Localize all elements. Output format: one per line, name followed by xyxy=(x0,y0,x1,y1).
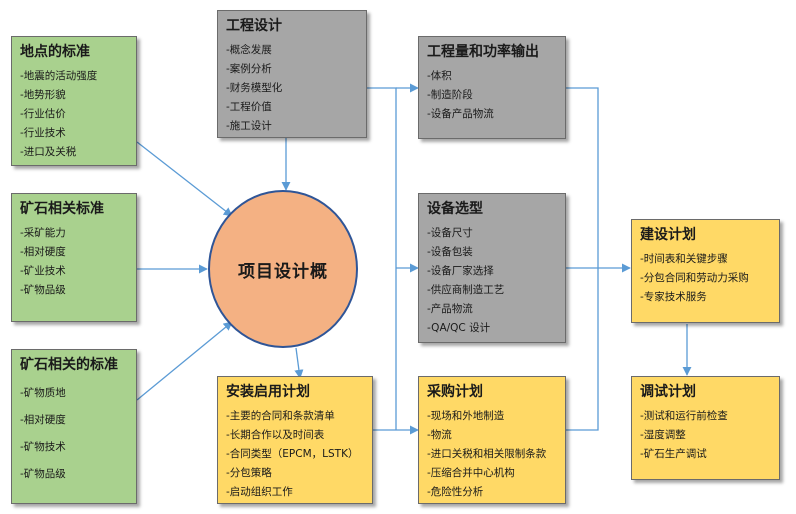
item-list: -时间表和关键步骤 -分包合同和劳动力采购 -专家技术服务 xyxy=(640,250,771,307)
list-item: -制造阶段 xyxy=(427,89,473,101)
box-title: 矿石相关的标准 xyxy=(20,357,118,373)
list-item: -设备厂家选择 xyxy=(427,265,494,277)
ore-standards-box: 矿石相关标准 -采矿能力 -相对硬度 -矿业技术 -矿物品级 xyxy=(11,193,137,322)
list-item: -矿物品级 xyxy=(20,468,66,480)
list-item: -设备包装 xyxy=(427,246,473,258)
project-design-center: 项目设计概 xyxy=(208,190,358,348)
equipment-selection-box: 设备选型 -设备尺寸 -设备包装 -设备厂家选择 -供应商制造工艺 -产品物流 … xyxy=(418,193,566,343)
box-title: 安装启用计划 xyxy=(226,384,310,400)
box-title: 调试计划 xyxy=(640,384,696,400)
commissioning-plan-box: 调试计划 -测试和运行前检查 -湿度调整 -矿石生产调试 xyxy=(631,376,780,480)
location-standards-box: 地点的标准 -地震的活动强度 -地势形貌 -行业估价 -行业技术 -进口及关税 xyxy=(11,36,137,166)
list-item: -QA/QC 设计 xyxy=(427,322,491,334)
list-item: -现场和外地制造 xyxy=(427,410,505,422)
list-item: -矿石生产调试 xyxy=(640,448,707,460)
box-title: 设备选型 xyxy=(427,201,483,217)
list-item: -时间表和关键步骤 xyxy=(640,253,728,265)
item-list: -设备尺寸 -设备包装 -设备厂家选择 -供应商制造工艺 -产品物流 -QA/Q… xyxy=(427,224,557,338)
list-item: -专家技术服务 xyxy=(640,291,707,303)
list-item: -概念发展 xyxy=(226,44,272,56)
list-item: -施工设计 xyxy=(226,120,272,132)
list-item: -合同类型（EPCM，LSTK） xyxy=(226,448,359,460)
arrow-ore2-to-center xyxy=(136,321,233,401)
list-item: -压缩合并中心机构 xyxy=(427,467,515,479)
list-item: -湿度调整 xyxy=(640,429,686,441)
list-item: -采矿能力 xyxy=(20,227,66,239)
center-title: 项目设计概 xyxy=(238,261,328,282)
list-item: -矿物技术 xyxy=(20,441,66,453)
box-title: 工程量和功率输出 xyxy=(427,44,539,60)
connector-right-bus xyxy=(566,87,599,431)
list-item: -进口及关税 xyxy=(20,146,77,158)
box-title: 工程设计 xyxy=(226,18,282,34)
list-item: -财务模型化 xyxy=(226,82,283,94)
list-item: -分包策略 xyxy=(226,467,272,479)
item-list: -体积 -制造阶段 -设备产品物流 xyxy=(427,67,557,124)
list-item: -矿业技术 xyxy=(20,265,66,277)
list-item: -长期合作以及时间表 xyxy=(226,429,325,441)
item-list: -地震的活动强度 -地势形貌 -行业估价 -行业技术 -进口及关税 xyxy=(20,67,128,162)
list-item: -主要的合同和条款清单 xyxy=(226,410,335,422)
list-item: -地势形貌 xyxy=(20,89,66,101)
item-list: -现场和外地制造 -物流 -进口关税和相关限制条款 -压缩合并中心机构 -危险性… xyxy=(427,407,557,502)
list-item: -行业估价 xyxy=(20,108,66,120)
output-box: 工程量和功率输出 -体积 -制造阶段 -设备产品物流 xyxy=(418,36,566,139)
list-item: -矿物质地 xyxy=(20,387,66,399)
list-item: -设备尺寸 xyxy=(427,227,473,239)
list-item: -测试和运行前检查 xyxy=(640,410,728,422)
list-item: -体积 xyxy=(427,70,452,82)
list-item: -分包合同和劳动力采购 xyxy=(640,272,749,284)
item-list: -主要的合同和条款清单 -长期合作以及时间表 -合同类型（EPCM，LSTK） … xyxy=(226,407,364,502)
list-item: -进口关税和相关限制条款 xyxy=(427,448,547,460)
list-item: -危险性分析 xyxy=(427,486,484,498)
list-item: -案例分析 xyxy=(226,63,272,75)
item-list: -概念发展 -案例分析 -财务模型化 -工程价值 -施工设计 xyxy=(226,41,358,136)
ore-related-standards-box: 矿石相关的标准 -矿物质地 -相对硬度 -矿物技术 -矿物品级 xyxy=(11,349,137,504)
list-item: -地震的活动强度 xyxy=(20,70,98,82)
list-item: -物流 xyxy=(427,429,452,441)
arrow-location-to-center xyxy=(136,141,233,217)
item-list: -测试和运行前检查 -湿度调整 -矿石生产调试 xyxy=(640,407,771,464)
construction-plan-box: 建设计划 -时间表和关键步骤 -分包合同和劳动力采购 -专家技术服务 xyxy=(631,219,780,323)
list-item: -行业技术 xyxy=(20,127,66,139)
list-item: -相对硬度 xyxy=(20,414,66,426)
installation-plan-box: 安装启用计划 -主要的合同和条款清单 -长期合作以及时间表 -合同类型（EPCM… xyxy=(217,376,373,504)
list-item: -矿物品级 xyxy=(20,284,66,296)
item-list: -矿物质地 -相对硬度 -矿物技术 -矿物品级 xyxy=(20,380,128,488)
list-item: -产品物流 xyxy=(427,303,473,315)
engineering-design-box: 工程设计 -概念发展 -案例分析 -财务模型化 -工程价值 -施工设计 xyxy=(217,10,367,138)
list-item: -启动组织工作 xyxy=(226,486,293,498)
item-list: -采矿能力 -相对硬度 -矿业技术 -矿物品级 xyxy=(20,224,128,300)
box-title: 建设计划 xyxy=(640,227,696,243)
list-item: -设备产品物流 xyxy=(427,108,494,120)
list-item: -供应商制造工艺 xyxy=(427,284,505,296)
list-item: -相对硬度 xyxy=(20,246,66,258)
arrow-center-to-install xyxy=(294,347,304,379)
box-title: 采购计划 xyxy=(427,384,483,400)
list-item: -工程价值 xyxy=(226,101,272,113)
procurement-plan-box: 采购计划 -现场和外地制造 -物流 -进口关税和相关限制条款 -压缩合并中心机构… xyxy=(418,376,566,504)
box-title: 地点的标准 xyxy=(20,44,90,60)
box-title: 矿石相关标准 xyxy=(20,201,104,217)
